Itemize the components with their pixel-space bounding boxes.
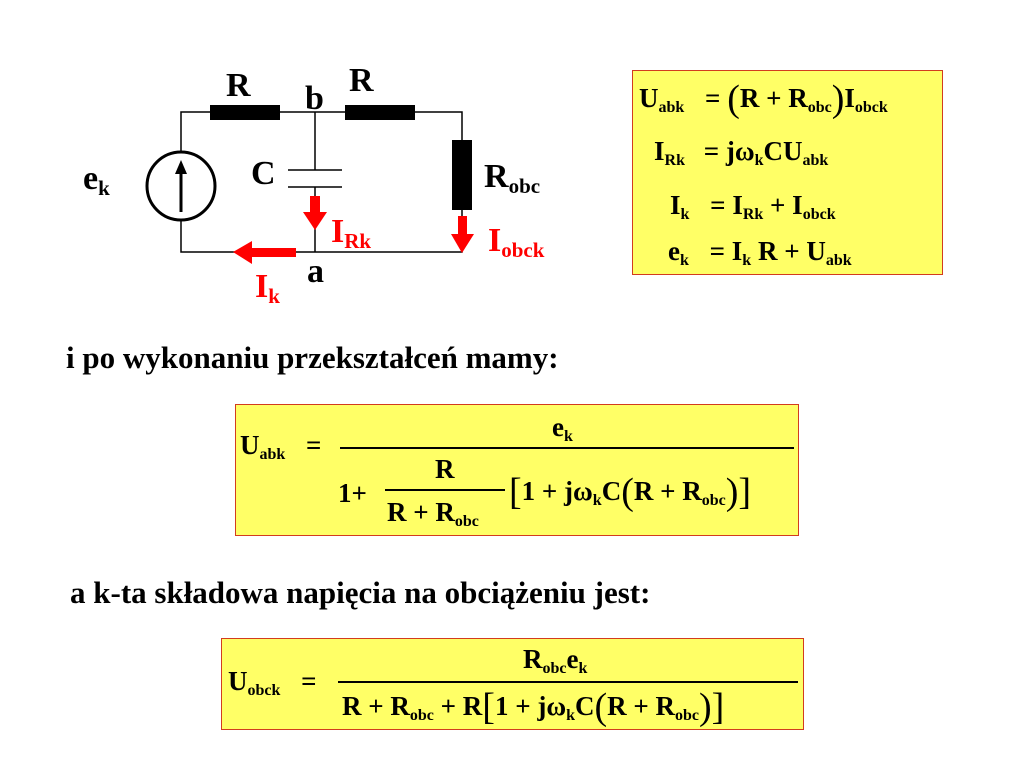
- equations-box: [632, 70, 943, 275]
- arrow-i-rk: [303, 196, 327, 230]
- formula1-inner-numerator: R: [435, 454, 455, 484]
- circuit-diagram: [145, 105, 474, 264]
- label-r-left: R: [226, 67, 251, 104]
- capacitor: [288, 169, 342, 188]
- source-symbol: [145, 150, 217, 222]
- equation-row-3: Ik = IRk + Iobck: [670, 190, 836, 223]
- label-r-right: R: [349, 62, 374, 99]
- label-i-k: Ik: [255, 268, 280, 308]
- label-node-b: b: [305, 80, 324, 117]
- resistor-load: [452, 140, 472, 210]
- label-r-obc: Robc: [484, 158, 541, 198]
- arrow-i-k: [233, 241, 296, 264]
- formula1-one-plus: 1+: [338, 478, 367, 508]
- formula2-lhs: Uobck =: [228, 666, 317, 699]
- text-kth-component: a k-ta składowa napięcia na obciążeniu j…: [70, 575, 651, 610]
- label-i-rk: IRk: [331, 213, 372, 253]
- formula2-denominator: R + Robc + R[1 + jωkC(R + Robc)]: [342, 686, 725, 728]
- resistor-right: [345, 105, 415, 120]
- equation-row-1: Uabk = (R + Robc)Iobck: [639, 78, 888, 120]
- label-node-a: a: [307, 253, 324, 290]
- formula2-fraction-bar: [338, 681, 798, 683]
- text-after-transformations: i po wykonaniu przekształceń mamy:: [66, 340, 559, 375]
- label-capacitor: C: [251, 155, 276, 192]
- equation-row-2: IRk = jωkCUabk: [654, 136, 829, 169]
- formula1-lhs: Uabk =: [240, 430, 322, 463]
- formula1-main-fraction-bar: [340, 447, 794, 449]
- circuit-wires: [180, 111, 463, 253]
- equation-row-4: ek = Ik R + Uabk: [668, 236, 852, 269]
- formula1-bracket-term: [1 + jωkC(R + Robc)]: [509, 471, 752, 513]
- arrow-i-obck: [451, 216, 474, 253]
- resistor-left: [210, 105, 280, 120]
- formula-u-obck-box: [221, 638, 804, 730]
- formula2-numerator: Robcek: [523, 644, 588, 677]
- label-i-obck: Iobck: [488, 222, 545, 262]
- formula1-inner-fraction-bar: [385, 489, 505, 491]
- label-e-k: ek: [83, 160, 110, 200]
- formula-u-abk-box: [235, 404, 799, 536]
- formula1-numerator: ek: [552, 412, 573, 445]
- formula1-inner-denominator: R + Robc: [387, 497, 479, 530]
